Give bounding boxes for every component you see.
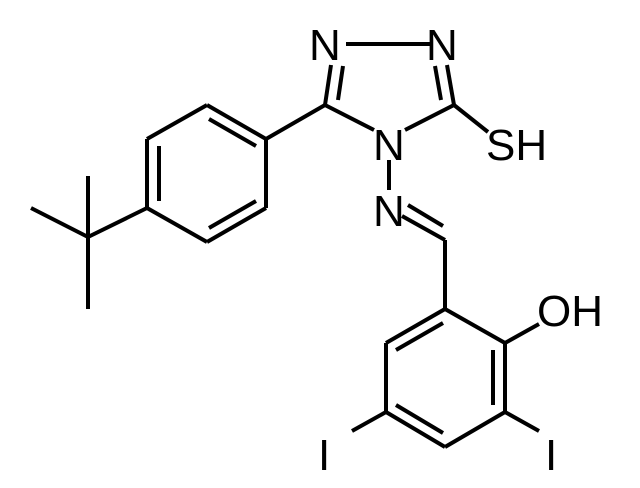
phenyl-inner-bond-3 (208, 199, 257, 230)
triazole-c3-n2-bond (323, 64, 333, 106)
phenol-inner-bond-2 (394, 403, 445, 435)
tbutyl-to-ring-bond (87, 206, 148, 239)
atom-label-n-imine: N (373, 187, 405, 236)
imine-n-ch-inner-bond (406, 203, 445, 228)
triazole-n4-c3-bond (324, 103, 375, 132)
phenyl-inner-bond-2 (208, 117, 257, 148)
phenol-bond-3 (443, 410, 507, 449)
atom-label-iodine-right: I (545, 431, 557, 480)
triazole-c5-n4-bond (404, 103, 455, 132)
triazole-c3-n2-inner-bond (336, 65, 345, 101)
phenol-bond-4 (384, 410, 447, 449)
c-iodine-left-bond (351, 410, 387, 433)
atom-label-n-top-left: N (309, 21, 341, 70)
imine-n-ch-bond (401, 214, 446, 242)
c-oh-bond (504, 322, 540, 345)
atom-label-oh: OH (537, 287, 603, 336)
phenyl-triazole-bond (265, 103, 326, 141)
phenyl-bond-2 (146, 103, 208, 141)
phenyl-bond-5 (206, 206, 267, 244)
tbutyl-methyl-left-bond (30, 206, 89, 239)
phenyl-ring (145, 103, 268, 244)
phenol-bond-1 (444, 307, 506, 345)
tert-butyl-group (30, 176, 148, 309)
triazole-n1-c5-bond (445, 64, 456, 106)
c-iodine-right-bond (504, 410, 540, 433)
atom-label-n-top-right: N (426, 21, 458, 70)
triazole-ring (323, 42, 456, 132)
phenol-ring (384, 307, 507, 449)
atom-label-iodine-left: I (318, 431, 330, 480)
atom-label-n-ring: N (373, 121, 405, 170)
phenol-bond-6 (385, 307, 446, 345)
phenyl-bond-3 (206, 103, 267, 141)
atom-label-sh: SH (486, 121, 547, 170)
phenol-inner-bond-3 (395, 321, 444, 352)
c-sh-bond (452, 103, 490, 134)
phenyl-bond-6 (146, 206, 208, 244)
triazole-n1-c5-inner-bond (433, 65, 443, 101)
